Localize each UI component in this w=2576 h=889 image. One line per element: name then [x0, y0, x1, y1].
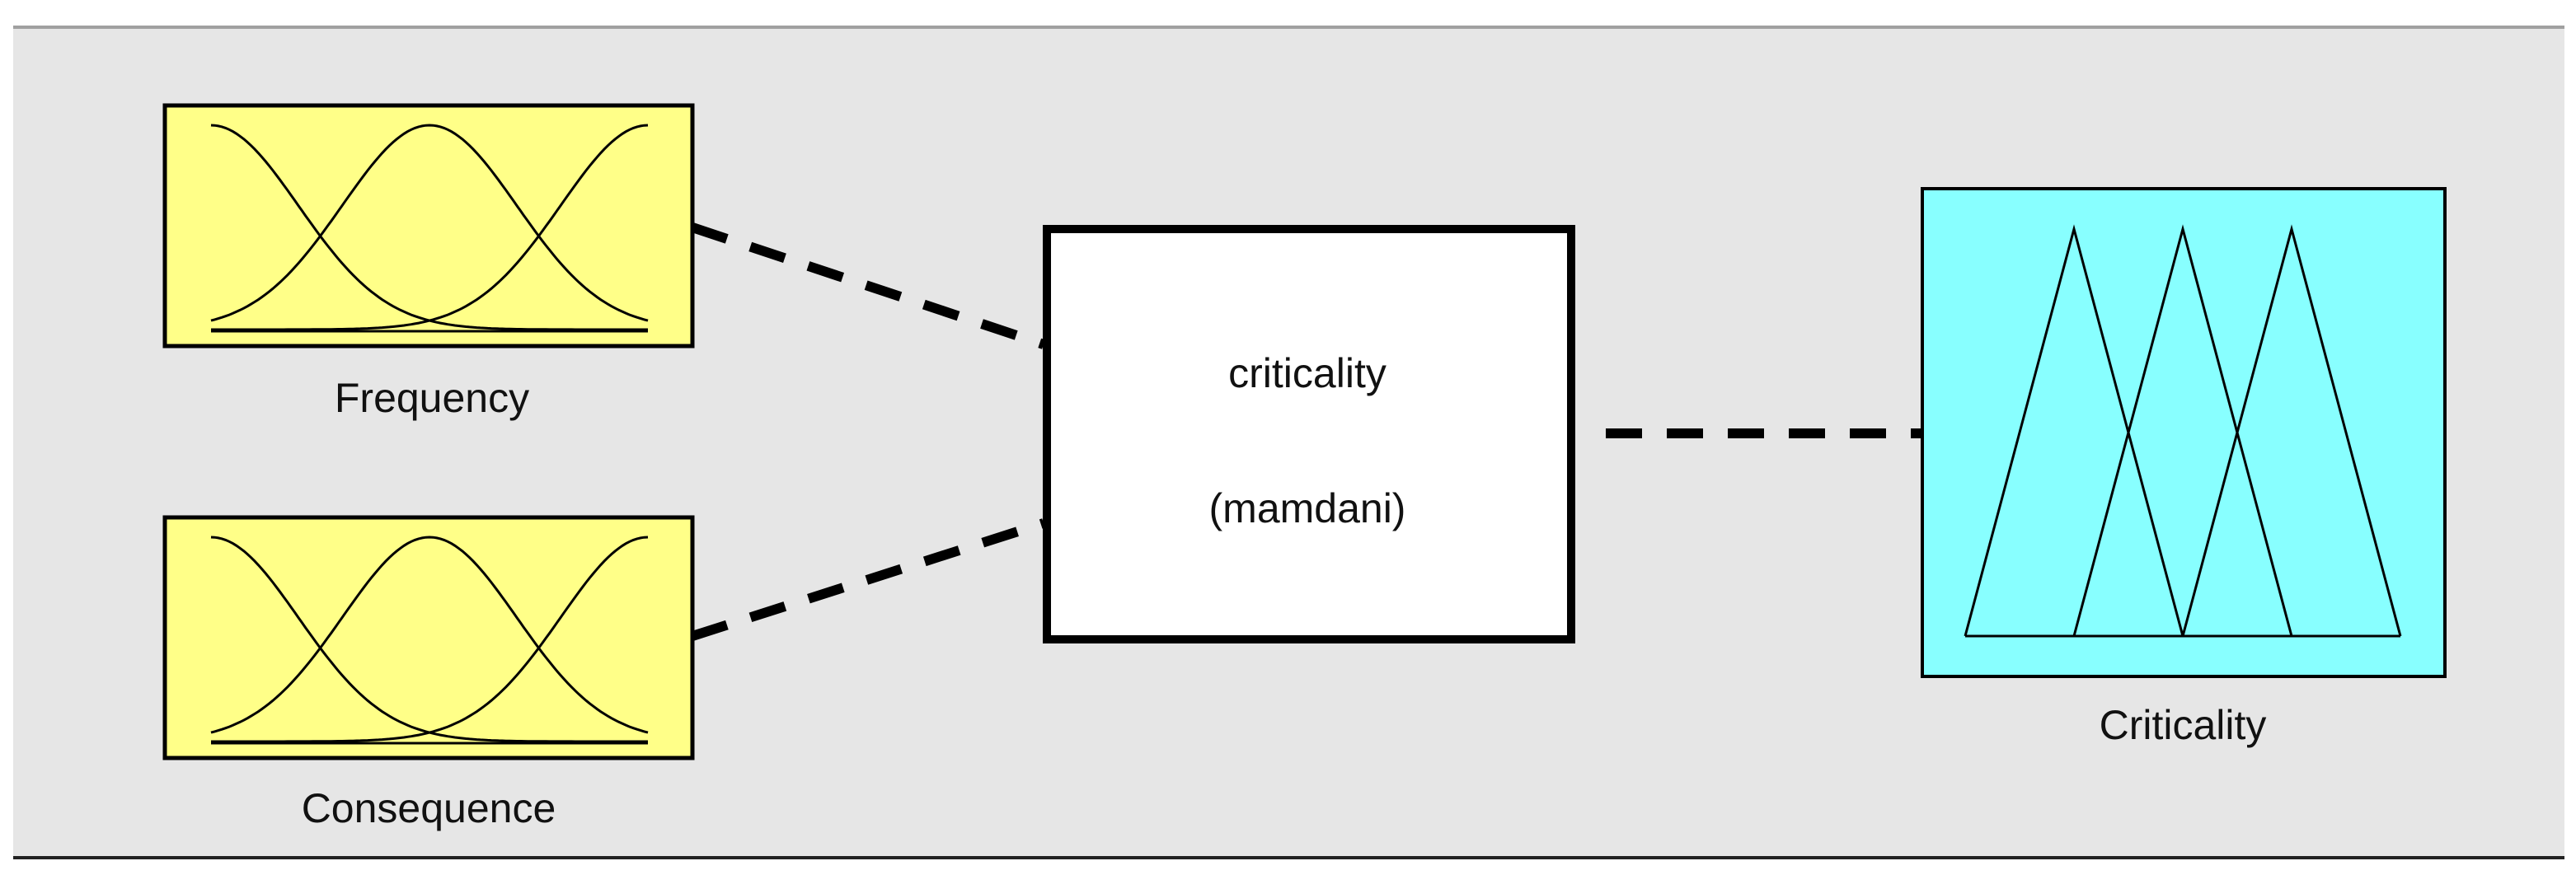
input-consequence-label: Consequence — [302, 785, 556, 831]
criticality-mf-triangle-2 — [2072, 224, 2293, 637]
system-type: (mamdani) — [1209, 485, 1406, 531]
criticality-membership-functions-icon — [1964, 224, 2402, 638]
frequency-mf-curve-3 — [211, 124, 649, 331]
input-frequency-label: Frequency — [335, 375, 529, 421]
consequence-mf-curve-2 — [210, 536, 649, 734]
fis-system-block[interactable]: criticality (mamdani) — [1043, 225, 1575, 643]
input-consequence-box[interactable] — [162, 515, 695, 760]
output-criticality-block[interactable]: Criticality — [1921, 187, 2447, 748]
frequency-mf-curve-2 — [210, 124, 649, 322]
input-frequency-block[interactable]: Frequency — [162, 103, 695, 421]
criticality-mf-triangle-1 — [1964, 224, 2184, 637]
output-criticality-label: Criticality — [2100, 702, 2267, 748]
criticality-mf-triangle-3 — [2181, 224, 2402, 637]
system-name: criticality — [1228, 350, 1387, 396]
output-criticality-box[interactable] — [1921, 187, 2447, 678]
connector-frequency-to-system — [691, 222, 1045, 349]
fis-system-box[interactable] — [1043, 225, 1575, 643]
consequence-mf-curve-3 — [211, 536, 649, 743]
consequence-membership-functions-icon — [210, 536, 649, 745]
frequency-membership-functions-icon — [210, 124, 649, 333]
connector-consequence-to-system — [691, 518, 1045, 641]
input-consequence-block[interactable]: Consequence — [162, 515, 695, 831]
